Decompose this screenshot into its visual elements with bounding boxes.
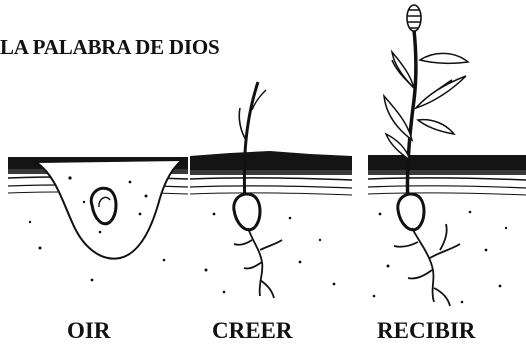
sprout-stem [239, 82, 266, 205]
soil-layers-recibir [368, 155, 526, 195]
panel-creer [190, 82, 352, 298]
stage-label-oir: OIR [67, 318, 110, 344]
soil-specks-recibir [373, 211, 507, 304]
roots-recibir [394, 224, 460, 306]
panel-oir [8, 157, 188, 281]
sprouted-seed-icon [234, 194, 260, 230]
soil-specks-creer [205, 213, 336, 294]
soil-layers-creer [190, 151, 352, 195]
grown-seed-icon [398, 194, 424, 230]
stage-label-recibir: RECIBIR [377, 318, 475, 344]
roots-creer [234, 228, 282, 298]
wheat-head-icon [407, 5, 421, 31]
panel-recibir [368, 5, 526, 306]
stage-label-creer: CREER [212, 318, 293, 344]
